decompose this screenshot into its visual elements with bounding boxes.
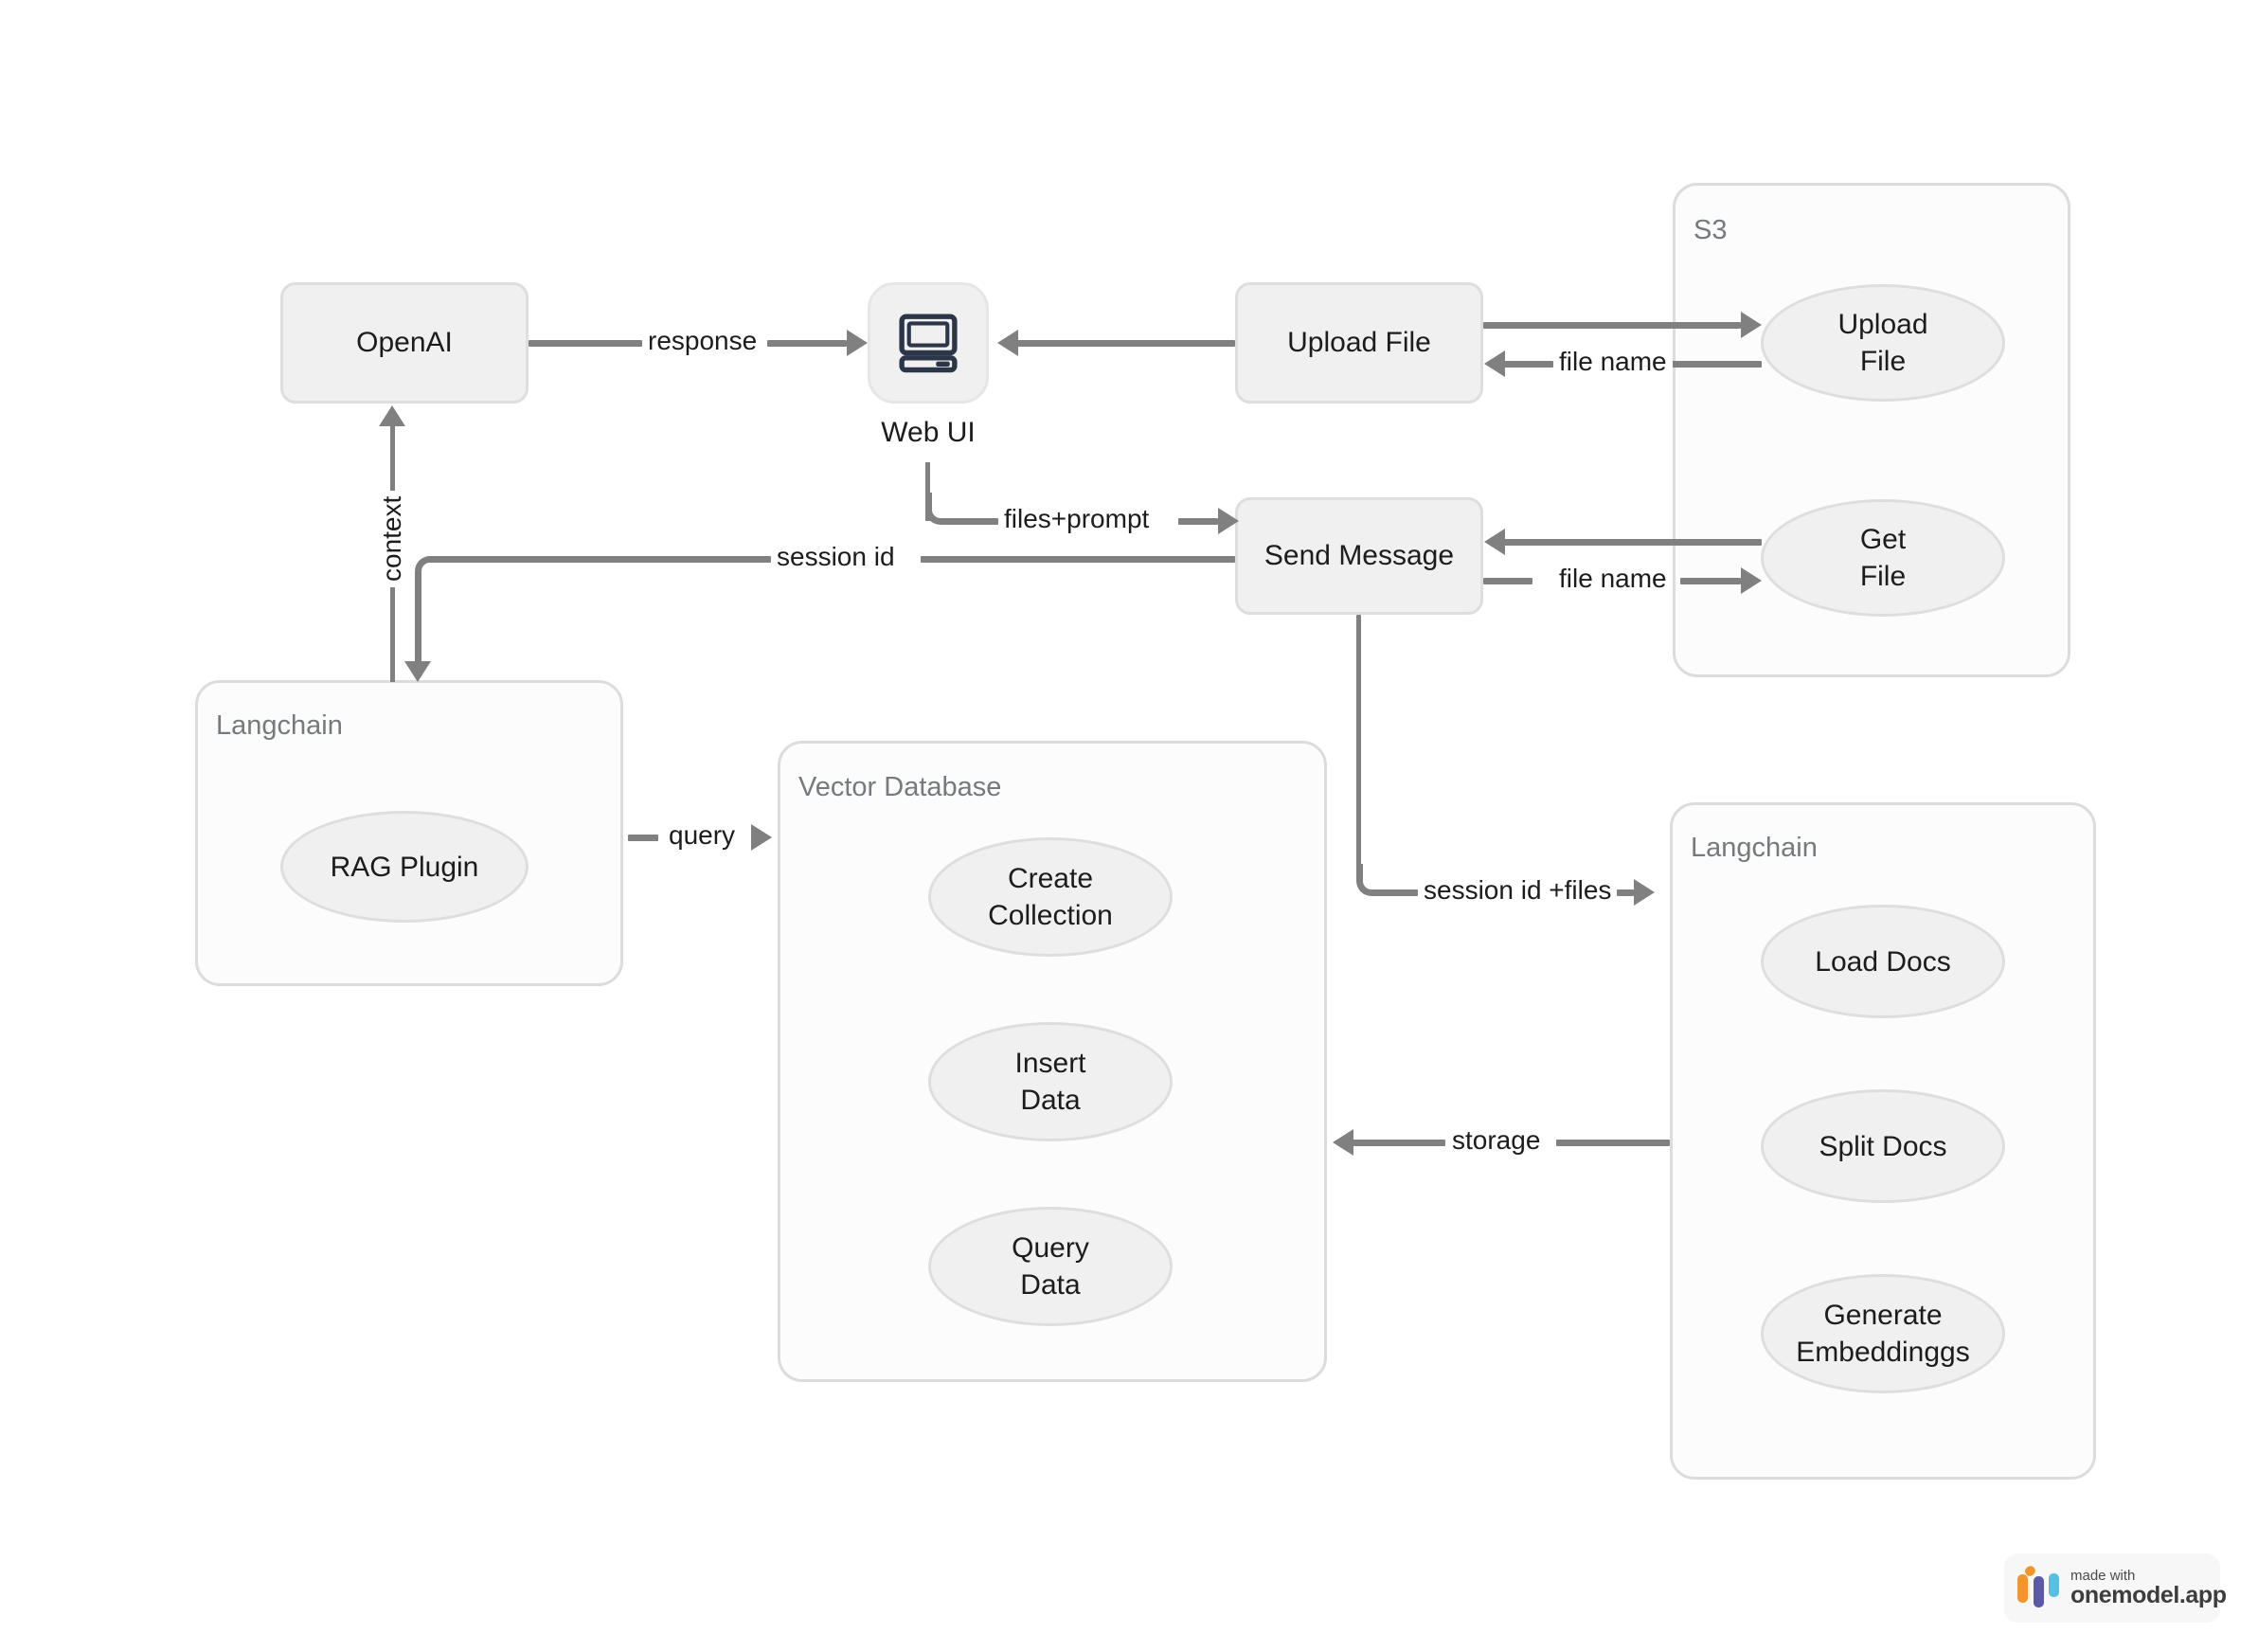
edge-uploadfile-to-webui-line [1015,340,1235,347]
edge-s3get-to-sendmessage-arrowhead [1484,529,1505,555]
edge-sessionid-hline-right [921,556,1235,563]
edge-webui-to-sendmessage-hline-b [1178,518,1218,525]
edge-query-arrowhead [751,824,772,851]
edge-s3upload-to-uploadfile-arrowhead [1484,350,1505,377]
edge-webui-to-sendmessage-hline-a [955,518,998,525]
edge-storage-arrowhead [1333,1129,1353,1156]
edge-label-files-prompt: files+prompt [998,506,1156,532]
node-load-docs[interactable]: Load Docs [1761,905,2005,1018]
node-query-data[interactable]: Query Data [928,1207,1173,1326]
node-upload-file-label: Upload File [1287,327,1431,359]
edge-storage-line-right [1556,1140,1670,1146]
edge-webui-to-sendmessage-vline [925,462,930,521]
edge-storage-line-left [1351,1140,1445,1146]
node-load-docs-label: Load Docs [1815,945,1951,978]
node-s3-get-file-label: Get File [1859,524,1907,592]
node-create-collection[interactable]: Create Collection [928,837,1173,957]
edge-label-session-id-files: session id +files [1418,877,1618,904]
node-split-docs-label: Split Docs [1819,1130,1947,1162]
node-insert-data-label: Insert Data [1014,1048,1086,1116]
edge-sendmessage-to-s3get-line-a [1483,578,1532,584]
edge-sessionidfiles-arrowhead [1634,879,1655,906]
edge-sendmessage-to-s3get-line-b [1680,578,1741,584]
edge-label-response: response [642,328,763,354]
edge-label-context: context [377,490,406,587]
edge-label-session-id: session id [771,544,901,570]
edge-openai-to-webui-line-b [767,340,847,347]
node-s3-upload-file-label: Upload File [1837,309,1928,377]
node-s3-upload-file[interactable]: Upload File [1761,284,2005,402]
watermark-badge[interactable]: made with onemodel.app [2004,1553,2227,1623]
watermark-brand: onemodel.app [2070,1582,2227,1609]
node-openai[interactable]: OpenAI [280,282,529,404]
edge-sessionidfiles-hline-b [1617,889,1634,896]
group-langchain-right-label: Langchain [1691,833,1818,863]
edge-s3upload-to-uploadfile-line-b [1502,361,1553,368]
edge-label-file-name-get: file name [1553,566,1673,592]
node-insert-data[interactable]: Insert Data [928,1022,1173,1141]
edge-sessionid-elbow [415,556,447,588]
node-create-collection-label: Create Collection [988,863,1113,931]
edge-sendmessage-to-s3get-arrowhead [1741,567,1762,594]
node-query-data-label: Query Data [1012,1232,1089,1301]
group-langchain-left-label: Langchain [216,710,343,741]
node-web-ui-label: Web UI [881,417,976,448]
edge-sessionid-vline [415,580,421,663]
edge-uploadfile-to-s3upload-arrowhead [1741,312,1762,338]
node-send-message[interactable]: Send Message [1235,497,1483,615]
group-vector-database-label: Vector Database [798,772,1002,802]
edge-sessionid-arrowhead [404,661,431,682]
node-rag-plugin[interactable]: RAG Plugin [280,811,529,923]
edge-webui-to-sendmessage-arrowhead [1218,508,1239,534]
edge-s3upload-to-uploadfile-line-a [1658,361,1762,368]
edge-context-arrowhead [379,405,405,426]
edge-sessionidfiles-hline-a [1386,889,1418,896]
node-openai-label: OpenAI [356,327,453,359]
edge-sessionidfiles-elbow [1356,864,1389,896]
desktop-computer-icon [892,307,964,379]
node-generate-embeddings-label: Generate Embeddinggs [1796,1300,1970,1368]
edge-label-file-name-upload: file name [1553,349,1673,375]
watermark-made-with: made with [2070,1567,2136,1584]
node-web-ui[interactable] [868,282,989,404]
edge-webui-to-sendmessage-elbow [925,493,958,525]
edge-openai-to-webui-line-a [529,340,642,347]
edge-label-query: query [663,822,742,849]
edge-sessionidfiles-vline [1356,615,1361,867]
edge-sessionid-hline-left [441,556,771,563]
node-rag-plugin-label: RAG Plugin [330,851,479,883]
edge-uploadfile-to-s3upload-line [1483,322,1741,329]
node-upload-file[interactable]: Upload File [1235,282,1483,404]
onemodel-logo-icon [2017,1563,2059,1608]
node-split-docs[interactable]: Split Docs [1761,1089,2005,1203]
edge-s3get-to-sendmessage-line [1502,539,1762,546]
edge-openai-to-webui-arrowhead [847,330,868,356]
edge-label-storage: storage [1446,1127,1547,1154]
node-s3-get-file[interactable]: Get File [1761,499,2005,617]
node-send-message-label: Send Message [1263,540,1455,572]
group-s3-label: S3 [1694,215,1728,245]
edge-uploadfile-to-webui-arrowhead [997,330,1018,356]
node-generate-embeddings[interactable]: Generate Embeddinggs [1761,1274,2005,1393]
edge-query-line-a [628,835,658,841]
